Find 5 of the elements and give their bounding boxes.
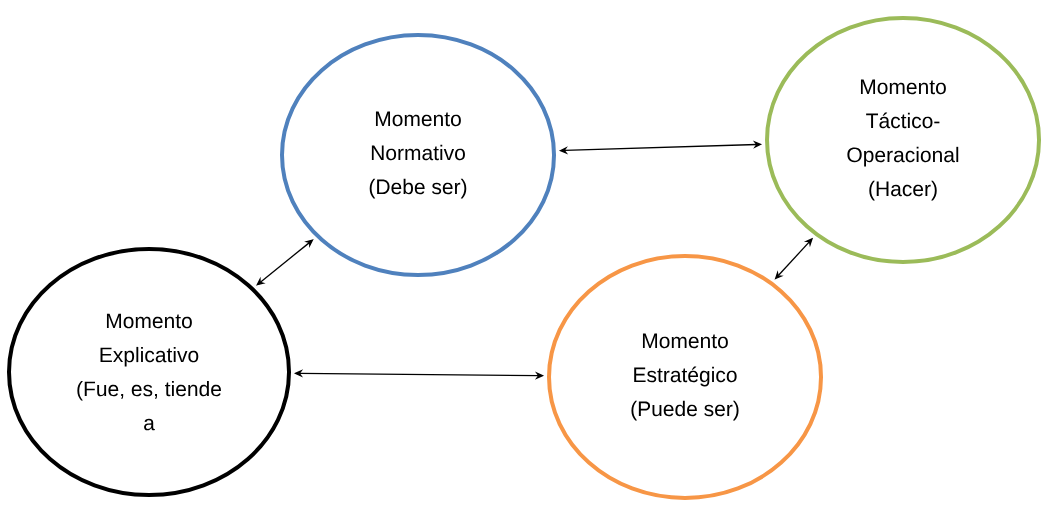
arrow — [256, 239, 314, 286]
circle-node: Momento Estratégico (Puede ser) — [547, 254, 823, 500]
circle-node: Momento Normativo (Debe ser) — [280, 33, 556, 277]
circle-node: Momento Táctico-Operacional (Hacer) — [765, 16, 1041, 264]
circle-node: Momento Explicativo (Fue, es, tiende a — [7, 247, 291, 497]
